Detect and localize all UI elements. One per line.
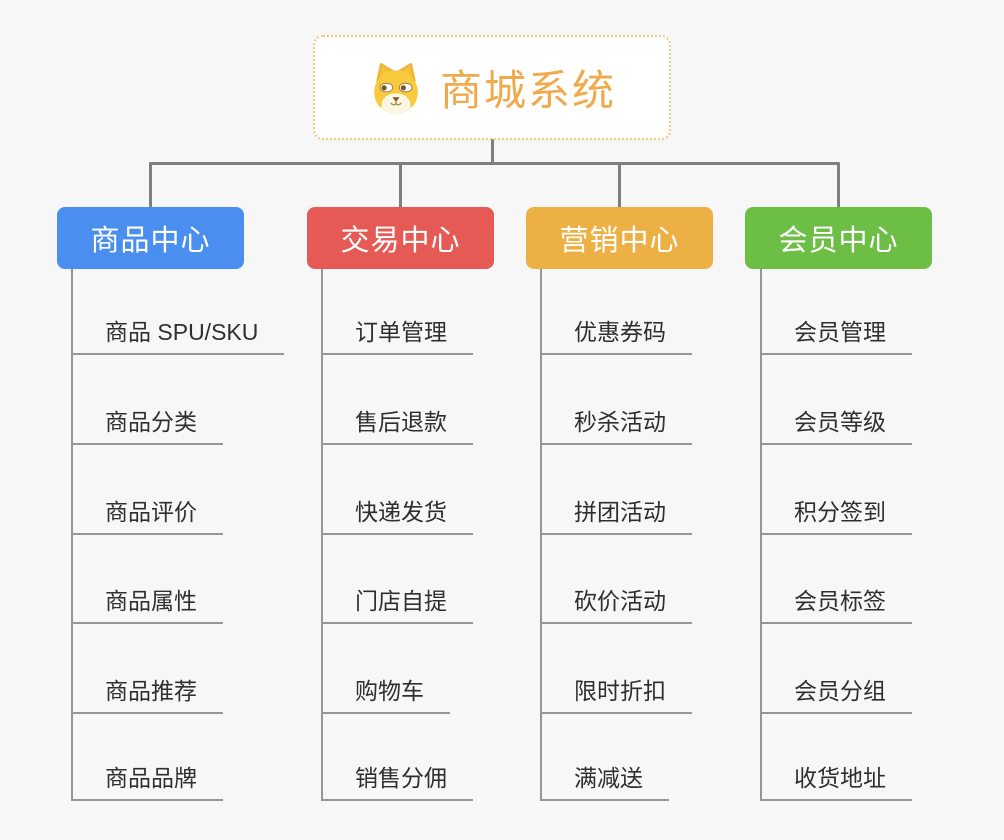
branch-node-trade[interactable]: 交易中心	[307, 207, 494, 269]
branch-node-member[interactable]: 会员中心	[745, 207, 932, 269]
leaf-item[interactable]: 收货地址	[760, 765, 912, 801]
root-node[interactable]: 商城系统	[313, 35, 671, 140]
branch-label: 商品中心	[90, 225, 211, 257]
leaf-item[interactable]: 商品品牌	[71, 765, 223, 801]
branch-column-member: 会员管理会员等级积分签到会员标签会员分组收货地址	[760, 269, 1004, 801]
branch-line	[540, 269, 542, 801]
branch-line	[71, 269, 73, 801]
leaf-item[interactable]: 积分签到	[760, 499, 912, 535]
branch-node-product[interactable]: 商品中心	[57, 207, 244, 269]
leaf-item[interactable]: 会员分组	[760, 678, 912, 714]
leaf-item[interactable]: 限时折扣	[540, 678, 692, 714]
connector-drop-3	[618, 162, 621, 209]
branch-line	[760, 269, 762, 801]
leaf-item[interactable]: 秒杀活动	[540, 409, 692, 445]
branch-column-product: 商品 SPU/SKU 商品分类商品评价商品属性商品推荐商品品牌	[71, 269, 331, 801]
root-title: 商城系统	[439, 67, 616, 114]
connector-horizontal	[149, 162, 840, 165]
leaf-item[interactable]: 销售分佣	[321, 765, 473, 801]
leaf-item[interactable]: 商品分类	[71, 409, 223, 445]
leaf-item[interactable]: 售后退款	[321, 409, 473, 445]
branch-line	[321, 269, 323, 801]
connector-drop-2	[399, 162, 402, 209]
branch-column-trade: 订单管理售后退款快递发货门店自提购物车销售分佣	[321, 269, 581, 801]
leaf-item[interactable]: 拼团活动	[540, 499, 692, 535]
leaf-item[interactable]: 满减送	[540, 765, 669, 801]
leaf-item[interactable]: 订单管理	[321, 319, 473, 355]
leaf-item[interactable]: 会员等级	[760, 409, 912, 445]
leaf-item[interactable]: 商品 SPU/SKU	[71, 319, 285, 355]
leaf-item[interactable]: 砍价活动	[540, 588, 692, 624]
leaf-item[interactable]: 优惠券码	[540, 319, 692, 355]
leaf-item[interactable]: 会员标签	[760, 588, 912, 624]
connector-root-stub	[491, 139, 494, 165]
leaf-item[interactable]: 购物车	[321, 678, 450, 714]
leaf-item[interactable]: 快递发货	[321, 499, 473, 535]
branch-node-marketing[interactable]: 营销中心	[526, 207, 713, 269]
branch-label: 会员中心	[778, 225, 899, 257]
branch-label: 营销中心	[559, 225, 680, 257]
branch-column-marketing: 优惠券码秒杀活动拼团活动砍价活动限时折扣满减送	[540, 269, 800, 801]
leaf-item[interactable]: 商品推荐	[71, 678, 223, 714]
leaf-item[interactable]: 门店自提	[321, 588, 473, 624]
connector-drop-4	[837, 162, 840, 209]
dog-face-icon	[374, 62, 418, 114]
leaf-item[interactable]: 会员管理	[760, 319, 912, 355]
connector-drop-1	[149, 162, 152, 209]
leaf-item[interactable]: 商品属性	[71, 588, 223, 624]
branch-label: 交易中心	[340, 225, 461, 257]
leaf-item[interactable]: 商品评价	[71, 499, 223, 535]
